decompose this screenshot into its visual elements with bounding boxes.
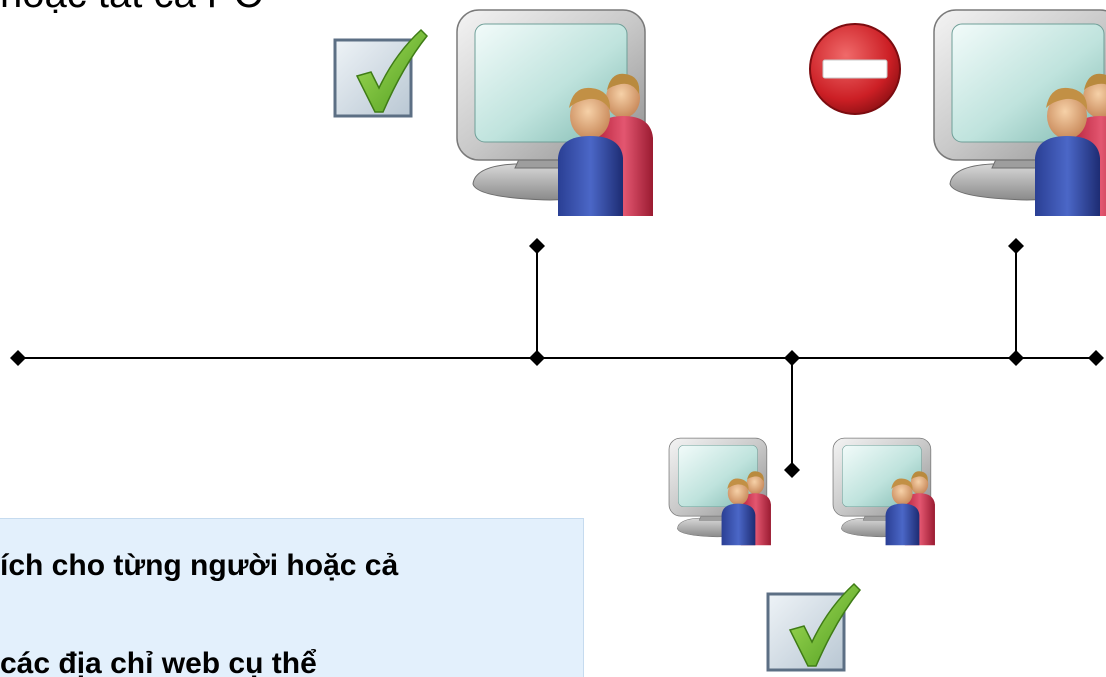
node-diamond: [10, 350, 26, 366]
node-diamond: [529, 238, 545, 254]
node-diamond: [529, 350, 545, 366]
node-diamond: [784, 462, 800, 478]
checkbox-checked-icon-bottom: [766, 582, 862, 672]
callout-text-line-1: ích cho từng người hoặc cả: [0, 549, 399, 582]
callout-box: ích cho từng người hoặc cả các địa chỉ w…: [0, 518, 584, 677]
computer-users-icon-blocked: [933, 9, 1106, 217]
callout-text-line-2: các địa chỉ web cụ thể: [0, 647, 317, 677]
top-caption: hoặc tất cả PC: [0, 0, 262, 17]
node-diamond: [1088, 350, 1104, 366]
checkbox-checked-icon: [333, 28, 429, 118]
no-entry-icon: [809, 23, 901, 115]
node-diamond: [1008, 350, 1024, 366]
node-diamond: [1008, 238, 1024, 254]
node-diamond: [784, 350, 800, 366]
computer-users-icon-small-left: [668, 437, 772, 546]
computer-users-icon-allowed: [456, 9, 654, 217]
computer-users-icon-small-right: [832, 437, 936, 546]
